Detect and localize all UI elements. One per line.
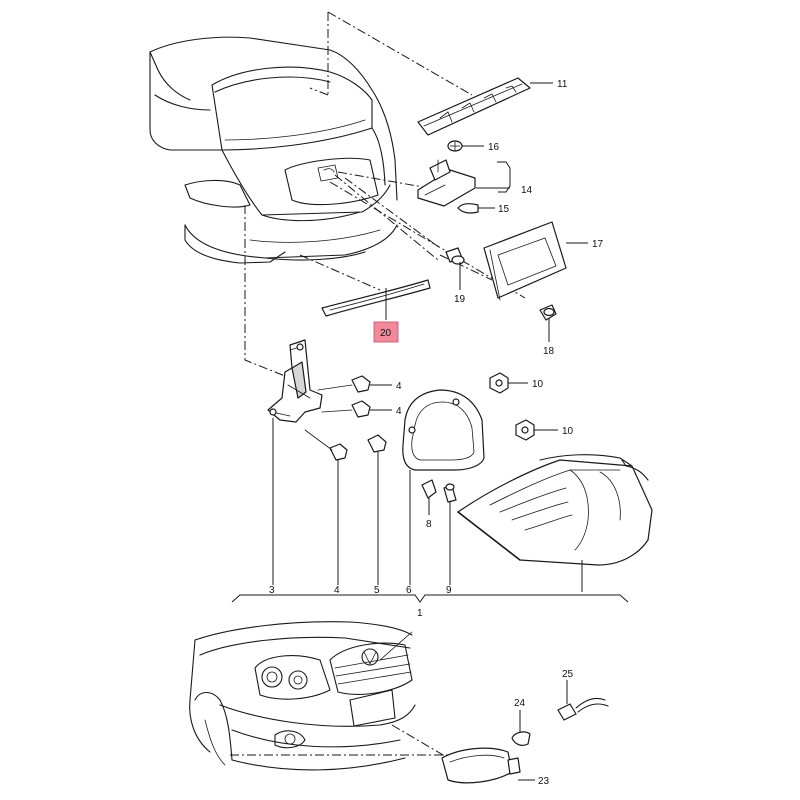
- part-16-clip[interactable]: [447, 140, 463, 152]
- callout-16[interactable]: 16: [488, 142, 500, 153]
- callout-20-highlight: [373, 321, 399, 343]
- part-20-reflector-strip[interactable]: [321, 279, 431, 317]
- callout-labels: 11 16 14 15 17 19 18 20 4 4 10 10 8 3 4 …: [269, 79, 604, 787]
- callout-1[interactable]: 1: [417, 608, 423, 619]
- part-9-bulb-holder[interactable]: [443, 483, 457, 503]
- tail-light-assembly[interactable]: [457, 454, 653, 566]
- leader-lines: [231, 82, 629, 603]
- callout-3[interactable]: 3: [269, 585, 275, 596]
- part-8-clip[interactable]: [421, 479, 437, 499]
- part-5-bolt[interactable]: [367, 434, 387, 453]
- callout-10-lower[interactable]: 10: [562, 426, 574, 437]
- callout-18[interactable]: 18: [543, 346, 555, 357]
- callout-23[interactable]: 23: [538, 776, 550, 787]
- callout-5[interactable]: 5: [374, 585, 380, 596]
- callout-4-lower[interactable]: 4: [396, 406, 402, 417]
- callout-9[interactable]: 9: [446, 585, 452, 596]
- assembly-lines-front: [230, 724, 456, 763]
- part-19-grommet[interactable]: [445, 247, 465, 265]
- vehicle-rear-illustration: [149, 36, 398, 264]
- callout-10-upper[interactable]: 10: [532, 379, 544, 390]
- callout-20[interactable]: 20: [380, 328, 392, 339]
- callout-17[interactable]: 17: [592, 239, 604, 250]
- part-11-trim-strip[interactable]: [417, 77, 531, 136]
- callout-8[interactable]: 8: [426, 519, 432, 530]
- callout-24[interactable]: 24: [514, 698, 526, 709]
- callout-4-upper[interactable]: 4: [396, 381, 402, 392]
- callout-25[interactable]: 25: [562, 669, 574, 680]
- part-17-plate-bracket[interactable]: [483, 221, 567, 301]
- part-24-bulb[interactable]: [511, 731, 531, 746]
- part-25-wiring-connector[interactable]: [557, 697, 609, 721]
- part-23-side-marker-lamp[interactable]: [441, 747, 521, 784]
- part-15-bulb[interactable]: [457, 203, 479, 214]
- callout-11[interactable]: 11: [557, 79, 568, 90]
- part-3-mounting-bracket[interactable]: [267, 339, 323, 423]
- callout-6[interactable]: 6: [406, 585, 412, 596]
- leader-lines-front: [518, 680, 568, 781]
- callout-4-bottom[interactable]: 4: [334, 585, 340, 596]
- vehicle-front-illustration: [189, 621, 416, 771]
- part-10-nuts[interactable]: [489, 372, 535, 441]
- callout-14[interactable]: 14: [521, 185, 533, 196]
- part-4-bolts[interactable]: [304, 375, 371, 461]
- part-6-gasket[interactable]: [402, 389, 485, 471]
- part-14-license-lamp-housing[interactable]: [417, 159, 476, 207]
- callout-19[interactable]: 19: [454, 294, 466, 305]
- part-18-screw[interactable]: [539, 304, 557, 321]
- callout-15[interactable]: 15: [498, 204, 510, 215]
